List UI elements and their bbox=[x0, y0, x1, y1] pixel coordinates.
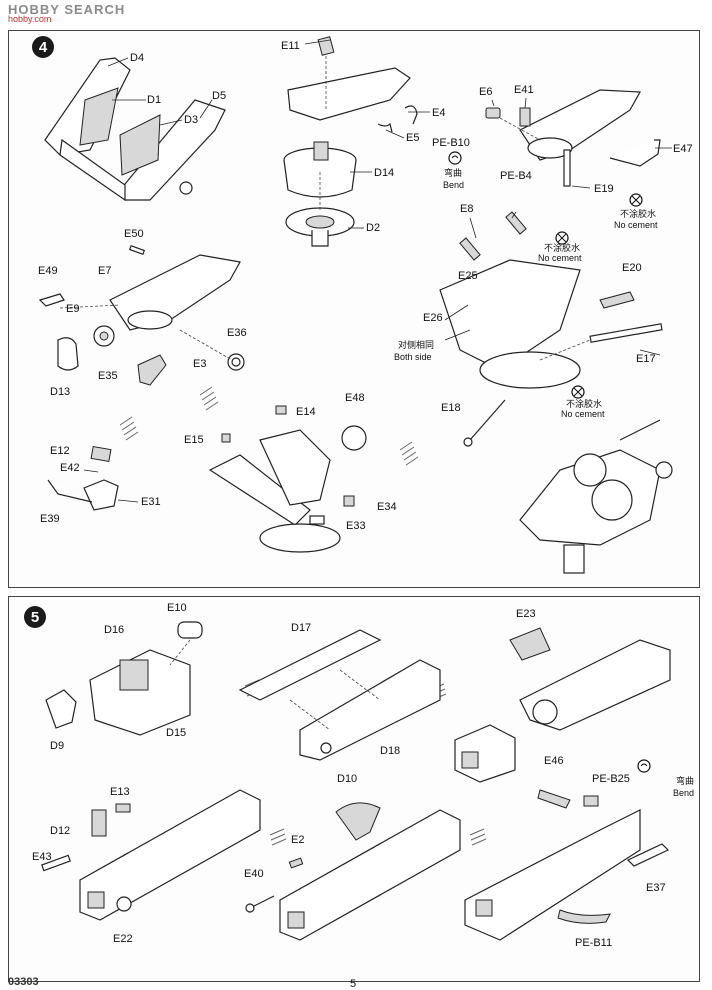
part-label-e7: E7 bbox=[98, 265, 112, 277]
part-label-e14: E14 bbox=[296, 406, 316, 418]
part-label-d10: D10 bbox=[337, 773, 358, 785]
part-label-e23: E23 bbox=[516, 608, 536, 620]
part-label-d18: D18 bbox=[380, 745, 401, 757]
part-label-e46: E46 bbox=[544, 755, 564, 767]
gun-body-left-drawing bbox=[41, 789, 261, 921]
completed-view-step4 bbox=[519, 419, 673, 574]
part-label-e36: E36 bbox=[227, 327, 247, 339]
part-label-d4: D4 bbox=[130, 52, 145, 64]
note-no-cement-cn-1: 不涂胶水 bbox=[620, 209, 657, 219]
note-no-cement-cn-3: 不涂胶水 bbox=[566, 399, 603, 409]
part-label-e37: E37 bbox=[646, 882, 666, 894]
part-label-e25: E25 bbox=[458, 270, 478, 282]
frame-assembly-drawing bbox=[44, 57, 226, 202]
part-label-e11: E11 bbox=[281, 40, 300, 52]
note-bend-cn-step5: 弯曲 bbox=[676, 776, 695, 786]
note-both-side-en: Both side bbox=[394, 352, 432, 362]
part-label-e34: E34 bbox=[377, 501, 397, 513]
part-label-e19: E19 bbox=[594, 183, 614, 195]
carriage-assembly-drawing bbox=[448, 89, 672, 207]
traverse-assembly-drawing bbox=[208, 405, 367, 553]
part-label-e35: E35 bbox=[98, 370, 118, 382]
elevation-assembly-drawing bbox=[38, 244, 245, 386]
part-label-e8: E8 bbox=[460, 203, 474, 215]
part-label-d12: D12 bbox=[50, 825, 71, 837]
part-label-d14: D14 bbox=[374, 167, 395, 179]
part-label-d5: D5 bbox=[212, 90, 227, 102]
part-label-e15: E15 bbox=[184, 434, 204, 446]
cradle-assembly-drawing bbox=[238, 629, 441, 761]
part-label-e6: E6 bbox=[479, 86, 493, 98]
note-bend-en-step5: Bend bbox=[673, 788, 695, 798]
mount-assembly-drawing bbox=[439, 211, 663, 447]
part-label-pe-b10: PE-B10 bbox=[432, 137, 470, 149]
note-bend-en-step4: Bend bbox=[443, 180, 465, 190]
note-no-cement-en-3: No cement bbox=[561, 409, 605, 419]
part-label-d1: D1 bbox=[147, 94, 162, 106]
gun-body-middle-drawing bbox=[245, 802, 461, 941]
part-label-e10: E10 bbox=[167, 602, 187, 614]
part-label-e20: E20 bbox=[622, 262, 642, 274]
base-assembly-drawing bbox=[283, 36, 430, 247]
part-label-e48: E48 bbox=[345, 392, 365, 404]
breech-assembly-drawing bbox=[454, 627, 671, 783]
part-label-d15: D15 bbox=[166, 727, 187, 739]
part-label-e49: E49 bbox=[38, 265, 58, 277]
note-no-cement-cn-2: 不涂胶水 bbox=[544, 243, 581, 253]
part-label-d9: D9 bbox=[50, 740, 65, 752]
part-label-e12: E12 bbox=[50, 445, 70, 457]
part-label-d3: D3 bbox=[184, 114, 199, 126]
step-badge-5: 5 bbox=[24, 606, 46, 628]
page-number: 5 bbox=[350, 978, 357, 990]
watermark-brand: HOBBY SEARCH bbox=[8, 2, 126, 17]
gun-body-right-drawing bbox=[464, 759, 670, 941]
note-both-side-cn: 对侧相同 bbox=[398, 340, 435, 350]
part-label-e31: E31 bbox=[141, 496, 161, 508]
sight-assembly-drawing bbox=[47, 445, 139, 511]
page-code: 03303 bbox=[8, 976, 39, 988]
part-label-e13: E13 bbox=[110, 786, 130, 798]
part-label-e17: E17 bbox=[636, 353, 656, 365]
housing-assembly-drawing bbox=[45, 621, 203, 736]
note-no-cement-en-2: No cement bbox=[538, 253, 582, 263]
part-label-e33: E33 bbox=[346, 520, 366, 532]
part-label-e26: E26 bbox=[423, 312, 443, 324]
part-label-d16: D16 bbox=[104, 624, 125, 636]
part-label-e43: E43 bbox=[32, 851, 52, 863]
part-label-d2: D2 bbox=[366, 222, 381, 234]
part-label-e22: E22 bbox=[113, 933, 133, 945]
part-label-d17: D17 bbox=[291, 622, 312, 634]
part-label-e40: E40 bbox=[244, 868, 264, 880]
watermark-sub: hobby.com bbox=[8, 14, 52, 24]
part-label-e41: E41 bbox=[514, 84, 534, 96]
note-bend-cn-step4: 弯曲 bbox=[444, 168, 463, 178]
part-label-pe-b11: PE-B11 bbox=[575, 937, 613, 949]
part-label-e39: E39 bbox=[40, 513, 60, 525]
part-label-d13: D13 bbox=[50, 386, 71, 398]
part-label-e47: E47 bbox=[673, 143, 693, 155]
part-label-e5: E5 bbox=[406, 132, 420, 144]
note-no-cement-en-1: No cement bbox=[614, 220, 658, 230]
part-label-e18: E18 bbox=[441, 402, 461, 414]
part-label-e9: E9 bbox=[66, 303, 80, 315]
part-label-pe-b25: PE-B25 bbox=[592, 773, 630, 785]
step-badge-4: 4 bbox=[32, 36, 54, 58]
part-label-e2: E2 bbox=[291, 834, 305, 846]
part-label-pe-b4: PE-B4 bbox=[500, 170, 532, 182]
part-label-e4: E4 bbox=[432, 107, 446, 119]
part-label-e3: E3 bbox=[193, 358, 207, 370]
part-label-e42: E42 bbox=[60, 462, 80, 474]
part-label-e50: E50 bbox=[124, 228, 144, 240]
